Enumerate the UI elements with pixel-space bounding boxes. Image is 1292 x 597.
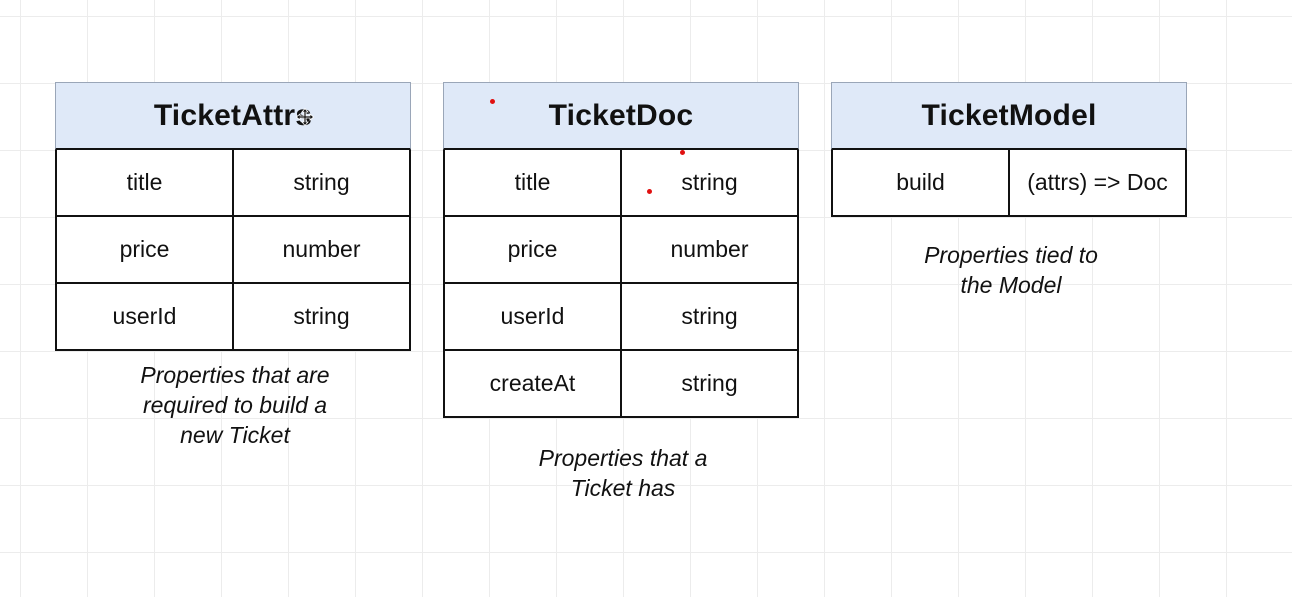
property-name-cell[interactable]: createAt [489,370,576,396]
property-name-cell[interactable]: title [126,169,163,195]
ticket-doc-title[interactable]: TicketDoc [443,82,799,150]
property-type-cell[interactable]: string [232,150,409,215]
ticket-model-title[interactable]: TicketModel [831,82,1187,150]
ticket-model-table[interactable]: TicketModel build (attrs) => Doc [831,82,1187,217]
ticket-attrs-caption: Properties that are required to build a … [140,362,330,448]
property-type-cell[interactable]: string [620,351,797,416]
table-row[interactable]: price number [55,217,411,284]
ticket-doc-caption: Properties that a Ticket has [538,445,708,501]
property-type-cell[interactable]: number [620,217,797,282]
annotation-dot [490,99,495,104]
move-cursor-icon [296,108,314,126]
table-row[interactable]: build (attrs) => Doc [831,150,1187,217]
table-row[interactable]: title string [443,150,799,217]
ticket-model-caption: Properties tied to the Model [924,242,1098,298]
property-name-cell[interactable]: title [514,169,551,195]
ticket-attrs-table[interactable]: TicketAttrs title string price number us… [55,82,411,351]
property-name-cell[interactable]: userId [500,303,565,329]
ticket-attrs-title[interactable]: TicketAttrs [55,82,411,150]
property-type-cell[interactable]: string [620,284,797,349]
table-row[interactable]: title string [55,150,411,217]
property-type-cell[interactable]: number [232,217,409,282]
property-name-cell[interactable]: userId [112,303,177,329]
property-type-cell[interactable]: string [620,150,797,215]
table-row[interactable]: userId string [443,284,799,351]
ticket-doc-table[interactable]: TicketDoc title string price number user… [443,82,799,418]
table-row[interactable]: userId string [55,284,411,351]
property-name-cell[interactable]: price [119,236,170,262]
table-row[interactable]: price number [443,217,799,284]
property-name-cell[interactable]: build [896,169,945,195]
property-name-cell[interactable]: price [507,236,558,262]
annotation-dot [647,189,652,194]
property-type-cell[interactable]: string [232,284,409,349]
property-type-cell[interactable]: (attrs) => Doc [1008,150,1185,215]
annotation-dot [680,150,685,155]
table-row[interactable]: createAt string [443,351,799,418]
